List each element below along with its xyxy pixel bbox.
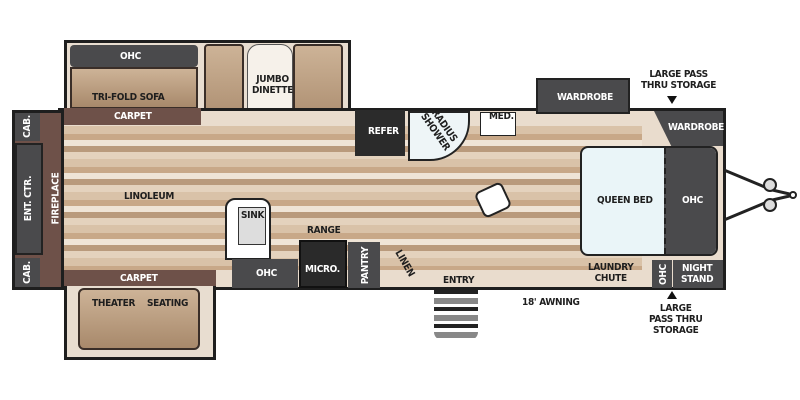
cab-top-label: CAB. — [21, 115, 33, 138]
tri-fold-sofa-label: TRI-FOLD SOFA — [92, 92, 165, 103]
refer-label: REFER — [368, 126, 399, 137]
wardrobe-front-label: WARDROBE — [668, 122, 725, 133]
dinette-label: JUMBO DINETTE — [252, 74, 294, 96]
cab-bottom-label: CAB. — [21, 261, 33, 284]
refer — [355, 110, 405, 156]
top-carpet — [64, 108, 201, 125]
small-ohc — [652, 260, 672, 288]
awning-label: 18' AWNING — [522, 297, 580, 308]
bottom-carpet-label: CARPET — [120, 273, 158, 284]
med-cabinet — [480, 112, 516, 136]
wardrobe-side — [536, 78, 630, 114]
kitchen-ohc-label: OHC — [256, 268, 277, 279]
top-ohc-label: OHC — [120, 51, 141, 62]
range-label: RANGE — [307, 225, 341, 236]
arrow-down-icon — [667, 96, 677, 104]
med-label: MED. — [489, 111, 514, 122]
night-stand-label: NIGHT STAND — [681, 263, 714, 285]
pass-thru-top-label: LARGE PASS THRU STORAGE — [641, 69, 717, 91]
bed-ohc — [664, 148, 716, 254]
laundry-chute-label: LAUNDRY CHUTE — [588, 262, 634, 284]
fireplace-label: FIREPLACE — [50, 172, 62, 225]
theater-seating — [78, 288, 200, 350]
top-ohc — [70, 45, 198, 67]
entry-label: ENTRY — [443, 275, 475, 286]
theater-label: THEATER — [92, 298, 136, 309]
top-carpet-label: CARPET — [114, 111, 152, 122]
entry-steps[interactable] — [434, 290, 478, 340]
bottom-carpet — [64, 270, 216, 286]
sink — [238, 207, 266, 245]
arrow-up-icon — [667, 291, 677, 299]
sink-label: SINK — [241, 210, 265, 221]
micro-label: MICRO. — [305, 264, 340, 275]
cab-bottom — [15, 258, 40, 287]
wardrobe-side-label: WARDROBE — [557, 92, 614, 103]
night-stand — [673, 260, 723, 288]
ent-ctr — [15, 143, 43, 255]
ent-ctr-label: ENT. CTR. — [23, 175, 35, 222]
range-microwave — [299, 240, 347, 288]
small-ohc-label: OHC — [657, 264, 669, 285]
cab-top — [15, 113, 40, 141]
kitchen-ohc — [232, 259, 298, 288]
bed-ohc-label: OHC — [682, 195, 703, 206]
linoleum-label: LINOLEUM — [124, 191, 174, 202]
pantry — [348, 242, 380, 288]
pass-thru-bottom-label: LARGE PASS THRU STORAGE — [649, 303, 703, 336]
seating-label: SEATING — [147, 298, 189, 309]
hitch-icon — [723, 168, 797, 222]
pantry-label: PANTRY — [360, 246, 372, 285]
queen-bed-label: QUEEN BED — [597, 195, 653, 206]
